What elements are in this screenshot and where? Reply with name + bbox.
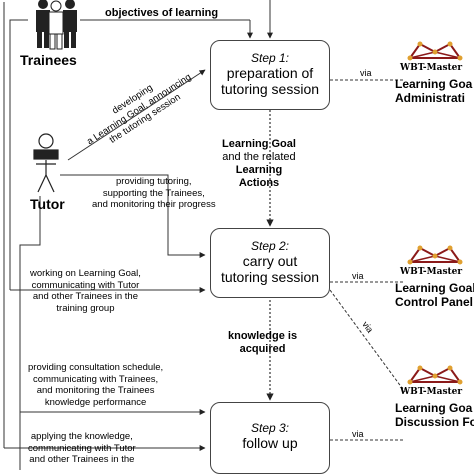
via-label-1: via <box>360 68 372 78</box>
step-3-box: Step 3: follow up <box>210 402 330 474</box>
providing-tutoring-line <box>60 174 206 258</box>
wbt-master-logo-icon <box>407 245 463 265</box>
knowledge-flow-label: knowledge is acquired <box>228 330 298 355</box>
via-connector-3 <box>329 289 406 393</box>
tutor-to-step1-arrow <box>67 69 206 161</box>
tutor-label: Tutor <box>30 196 65 212</box>
providing-tutoring-label: providing tutoring, supporting the Train… <box>92 176 216 210</box>
tool-1-label: Learning Goa Administrati <box>395 77 473 105</box>
applying-label: applying the knowledge, communicating wi… <box>28 431 136 465</box>
tutor-figure-icon <box>33 133 59 193</box>
objectives-label: objectives of learning <box>105 7 219 19</box>
step-2-box: Step 2: carry out tutoring session <box>210 228 330 298</box>
tool-2-label: Learning Goal Control Panel <box>395 281 474 309</box>
consultation-label: providing consultation schedule, communi… <box>28 362 164 408</box>
trainees-label: Trainees <box>20 52 77 68</box>
step-1-box: Step 1: preparation of tutoring session <box>210 40 330 110</box>
via-label-4: via <box>352 429 364 439</box>
working-on-goal-label: working on Learning Goal, communicating … <box>30 268 141 314</box>
wbt-master-logo-text: WBT-Master <box>400 387 463 397</box>
wbt-master-logo-icon <box>407 365 463 385</box>
via-label-2: via <box>352 271 364 281</box>
learning-goal-flow-label: Learning Goal and the related Learning A… <box>222 138 296 189</box>
wbt-master-logo-icon <box>407 41 463 61</box>
tool-3-label: Learning Goa Discussion For <box>395 401 474 429</box>
trainees-figure-icon <box>36 0 77 50</box>
wbt-master-logo-text: WBT-Master <box>400 267 463 277</box>
wbt-master-logo-text: WBT-Master <box>400 63 463 73</box>
